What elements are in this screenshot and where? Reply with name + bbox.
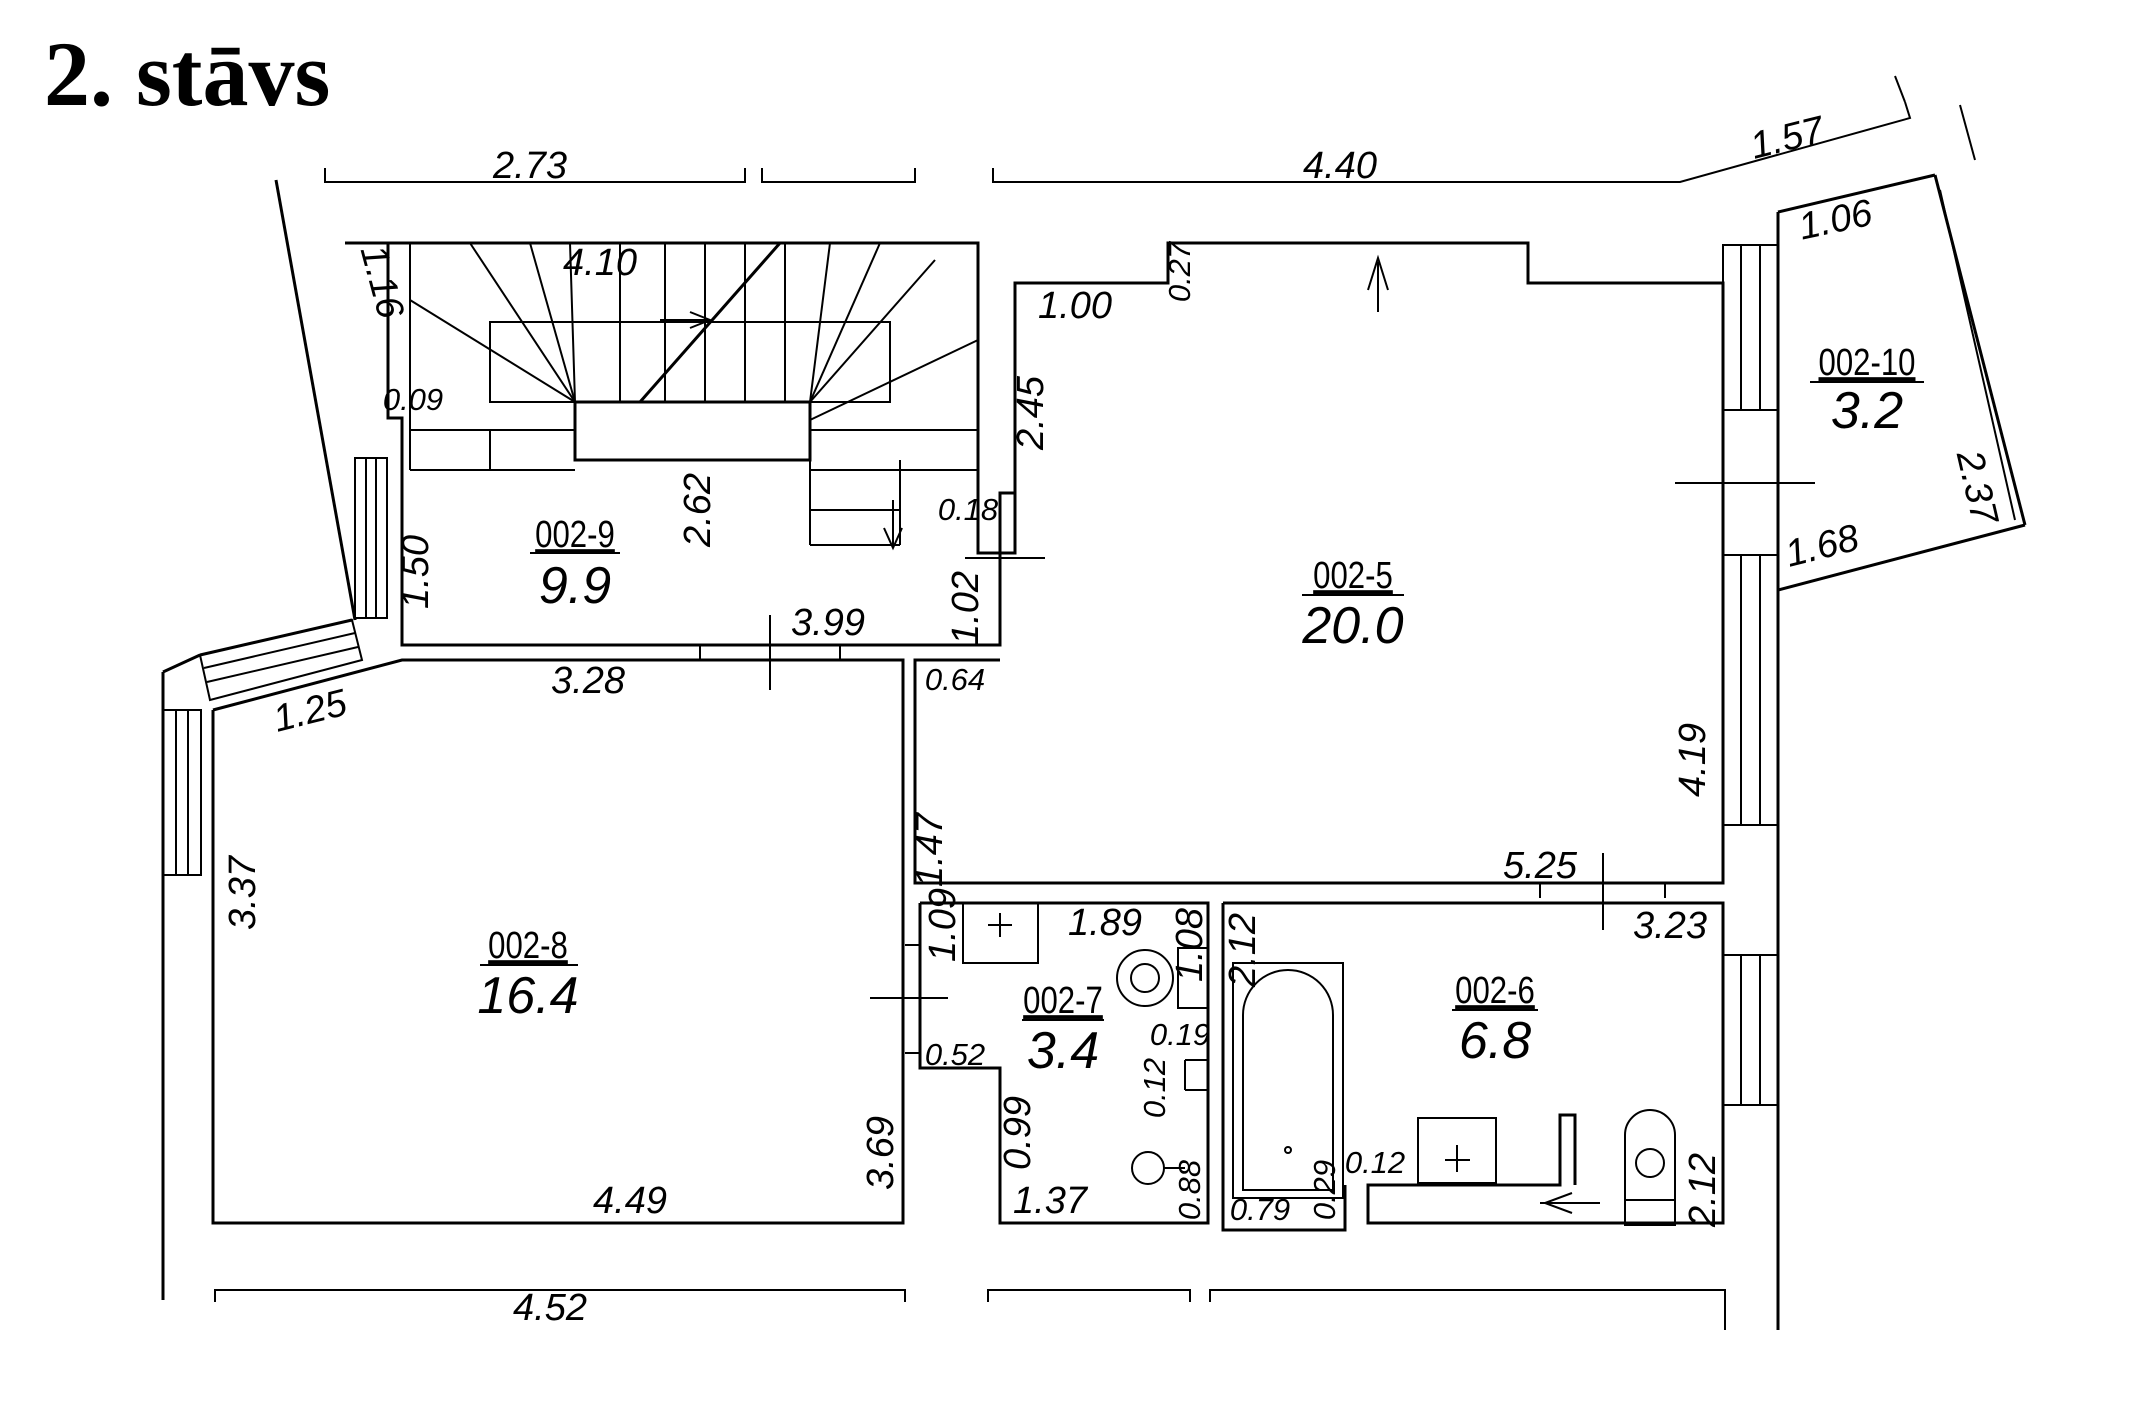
dim-0-99: 0.99 <box>997 1096 1039 1170</box>
dim-2-37: 2.37 <box>1948 446 2006 530</box>
dim-outer-top-c: 1.57 <box>1746 109 1830 168</box>
room-area-002-10: 3.2 <box>1831 382 1903 440</box>
dim-3-99: 3.99 <box>791 602 865 644</box>
dim-1-00: 1.00 <box>1038 285 1112 327</box>
windows <box>162 244 1779 1106</box>
room-id-002-8: 002-8 <box>488 925 568 967</box>
dim-2-62: 2.62 <box>677 473 719 548</box>
dim-0-79: 0.79 <box>1230 1192 1290 1227</box>
dim-1-06: 1.06 <box>1795 192 1877 249</box>
room-area-002-5: 20.0 <box>1301 597 1403 655</box>
room-area-002-8: 16.4 <box>477 967 578 1025</box>
dim-1-16: 1.16 <box>352 241 412 324</box>
dim-3-23: 3.23 <box>1633 905 1707 947</box>
dim-2-12b: 2.12 <box>1682 1153 1724 1228</box>
room-002-5-walls <box>913 241 1815 930</box>
room-002-6-walls <box>1221 901 1725 1232</box>
room-id-002-7: 002-7 <box>1023 980 1103 1022</box>
dim-0-19: 0.19 <box>1150 1017 1210 1052</box>
dim-outer-top-b: 4.40 <box>1303 145 1377 187</box>
dim-0-27: 0.27 <box>1162 240 1197 302</box>
room-area-002-6: 6.8 <box>1459 1012 1531 1070</box>
dim-1-37: 1.37 <box>1013 1180 1089 1222</box>
room-id-002-9: 002-9 <box>535 514 615 556</box>
dim-outer-top-a: 2.73 <box>492 145 567 187</box>
dim-4-10: 4.10 <box>563 242 637 284</box>
dimension-labels: 2.73 4.40 1.57 4.52 1.16 4.10 0.09 2.62 … <box>222 109 2006 1329</box>
page-title: 2. stāvs <box>44 23 331 125</box>
dim-outer-bottom: 4.52 <box>513 1287 587 1329</box>
room-area-002-9: 9.9 <box>539 557 611 615</box>
dim-5-25: 5.25 <box>1503 845 1578 887</box>
dim-3-28: 3.28 <box>551 660 625 702</box>
dim-4-19: 4.19 <box>1672 723 1714 797</box>
dim-0-52: 0.52 <box>925 1037 985 1072</box>
dim-0-29: 0.29 <box>1307 1160 1342 1220</box>
dim-3-69: 3.69 <box>860 1116 902 1190</box>
dim-2-12a: 2.12 <box>1222 913 1264 988</box>
dim-1-09: 1.09 <box>922 888 964 962</box>
dim-0-88: 0.88 <box>1172 1159 1207 1220</box>
dim-1-02: 1.02 <box>945 571 987 645</box>
room-labels: 002-9 9.9 002-5 20.0 002-10 3.2 002-8 16… <box>477 342 1924 1080</box>
room-area-002-7: 3.4 <box>1027 1022 1099 1080</box>
dim-0-09: 0.09 <box>383 382 443 417</box>
dim-0-12b: 0.12 <box>1345 1145 1405 1180</box>
dim-4-49: 4.49 <box>593 1180 667 1222</box>
dim-1-50: 1.50 <box>395 535 437 609</box>
dim-1-47: 1.47 <box>909 811 951 887</box>
dim-0-18: 0.18 <box>938 492 999 527</box>
exterior-walls <box>161 173 2027 1330</box>
dim-1-68: 1.68 <box>1781 517 1863 576</box>
room-002-8-walls <box>211 658 948 1225</box>
room-002-9-walls <box>345 241 1045 690</box>
room-002-7-walls <box>905 901 1210 1225</box>
stairs <box>409 242 979 551</box>
room-id-002-10: 002-10 <box>1819 342 1916 384</box>
outer-dimension-lines <box>214 75 1976 1330</box>
dim-0-64: 0.64 <box>925 662 985 697</box>
dim-2-45: 2.45 <box>1010 375 1052 451</box>
dim-3-37: 3.37 <box>222 854 264 930</box>
room-id-002-5: 002-5 <box>1313 555 1393 597</box>
dim-0-12a: 0.12 <box>1137 1058 1172 1118</box>
dim-1-08: 1.08 <box>1169 908 1211 982</box>
room-id-002-6: 002-6 <box>1455 970 1535 1012</box>
dim-1-89: 1.89 <box>1068 902 1142 944</box>
